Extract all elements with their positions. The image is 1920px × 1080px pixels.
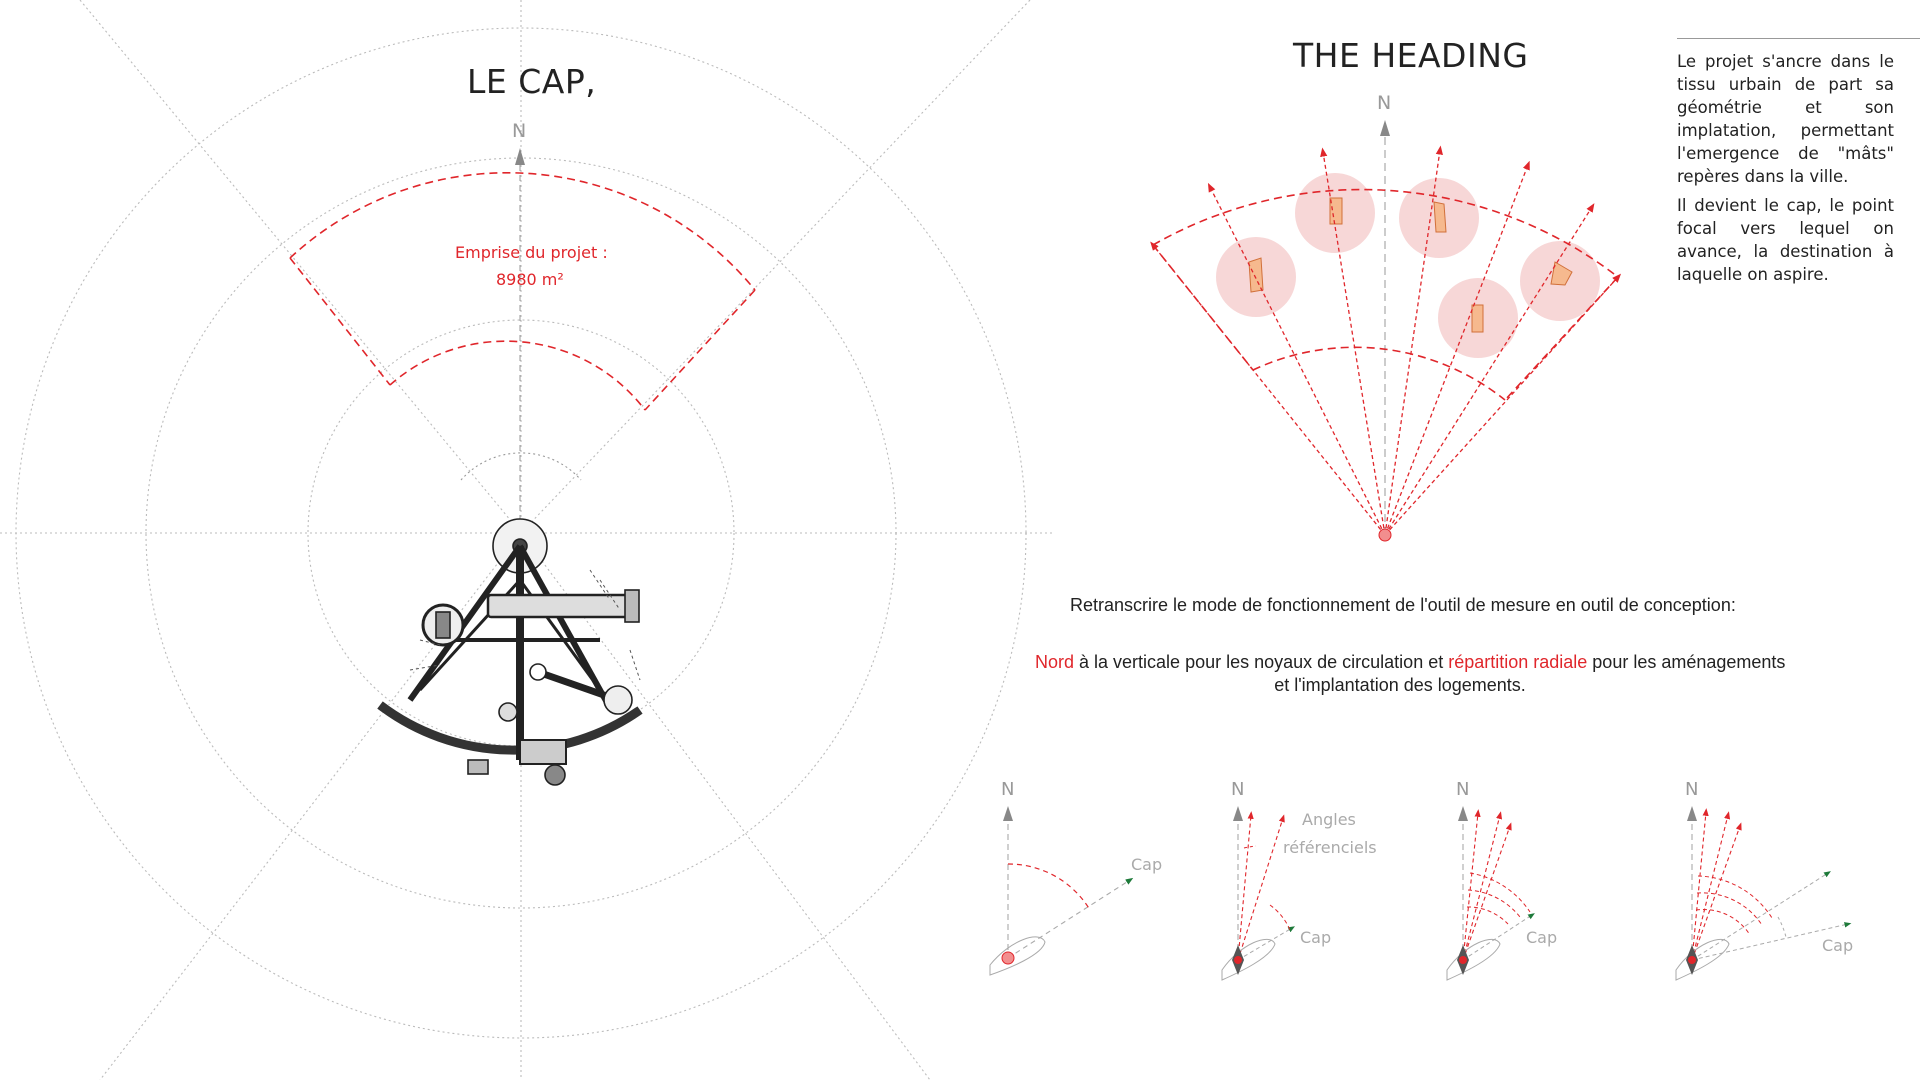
side-text-rule bbox=[1677, 38, 1920, 39]
caption-line-1: Retranscrire le mode de fonctionnement d… bbox=[1070, 595, 1736, 615]
left-title: LE CAP, bbox=[467, 62, 597, 101]
small-2-north: N bbox=[1231, 779, 1245, 800]
small-4-north: N bbox=[1685, 779, 1699, 800]
small-1-cap: Cap bbox=[1131, 855, 1163, 874]
north-arrow-left bbox=[515, 148, 525, 530]
small-3-north: N bbox=[1456, 779, 1470, 800]
caption-radial: répartition radiale bbox=[1448, 652, 1588, 672]
small-2-cap: Cap bbox=[1300, 928, 1332, 947]
right-north-label: N bbox=[1377, 92, 1392, 114]
sextant-illustration bbox=[377, 518, 643, 786]
small-diagram-1 bbox=[989, 806, 1134, 976]
caption-line-2: Nord à la verticale pour les noyaux de c… bbox=[1035, 652, 1785, 673]
side-text: Le projet s'ancre dans le tissu urbain d… bbox=[1677, 50, 1894, 292]
side-paragraph-1: Le projet s'ancre dans le tissu urbain d… bbox=[1677, 52, 1894, 186]
small-3-cap: Cap bbox=[1526, 928, 1558, 947]
project-footprint-sector bbox=[289, 172, 756, 411]
heading-fan bbox=[1150, 120, 1622, 542]
caption-part-a: à la verticale pour les noyaux de circul… bbox=[1074, 652, 1449, 672]
small-4-cap: Cap bbox=[1822, 936, 1854, 955]
angles-line-2: référenciels bbox=[1283, 838, 1377, 857]
caption-line-3: et l'implantation des logements. bbox=[1274, 675, 1526, 695]
caption-nord: Nord bbox=[1035, 652, 1075, 672]
emprise-label: Emprise du projet : bbox=[455, 243, 608, 262]
side-paragraph-2: Il devient le cap, le point focal vers l… bbox=[1677, 196, 1894, 284]
angles-line-1: Angles bbox=[1302, 810, 1356, 829]
right-title: THE HEADING bbox=[1293, 36, 1529, 75]
left-north-label: N bbox=[512, 120, 527, 142]
caption-part-b: pour les aménagements bbox=[1587, 652, 1786, 672]
small-diagram-4 bbox=[1675, 806, 1852, 981]
small-diagram-2 bbox=[1221, 806, 1296, 981]
small-1-north: N bbox=[1001, 779, 1015, 800]
small-diagram-3 bbox=[1446, 806, 1535, 981]
emprise-value: 8980 m² bbox=[496, 270, 564, 289]
